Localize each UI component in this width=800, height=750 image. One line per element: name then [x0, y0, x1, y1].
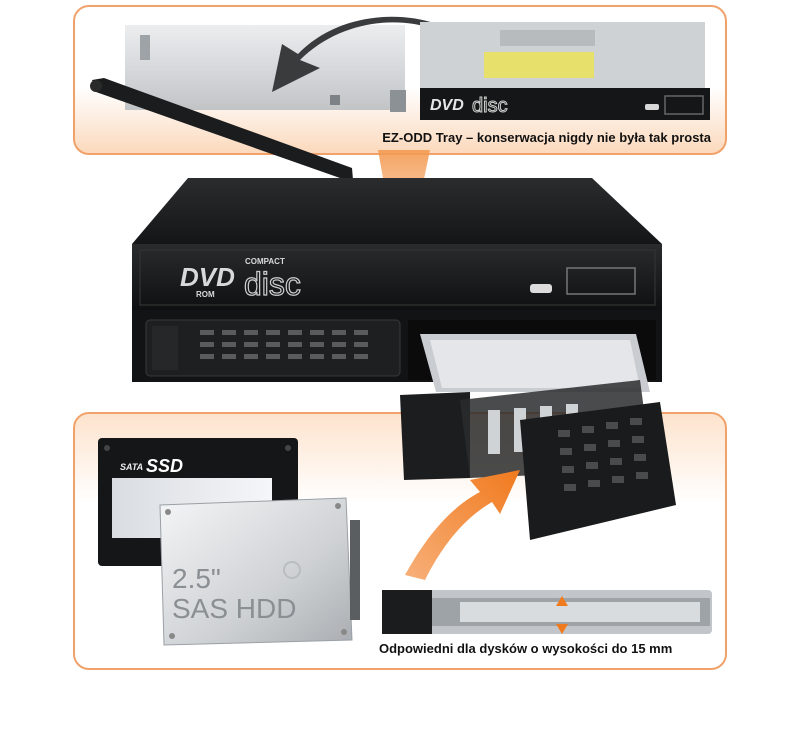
ez-odd-caption: EZ-ODD Tray – konserwacja nigdy nie była… — [382, 130, 711, 145]
ssd-label: SSD — [146, 456, 183, 476]
compact-logo: COMPACT — [245, 257, 285, 266]
disc-logo: disc — [244, 266, 301, 302]
slim-disc-logo: disc — [472, 95, 508, 117]
tray-swap-arrow — [272, 16, 470, 93]
hdd-size-label: 2.5" — [172, 563, 221, 594]
drive-height-profile — [382, 590, 712, 634]
insert-arrow — [405, 470, 520, 580]
sas-hdd: 2.5" SAS HDD — [159, 497, 360, 646]
sata-label: SATA — [120, 462, 143, 472]
height-arrow-down — [556, 624, 568, 634]
slim-dvd-logo: DVD — [430, 97, 464, 114]
extended-drive-tray — [400, 334, 676, 540]
eject-button[interactable] — [530, 284, 552, 293]
odd-tray-frame — [125, 25, 406, 112]
hdd-type-label: SAS HDD — [172, 593, 296, 624]
rom-logo: ROM — [196, 290, 215, 299]
drive-height-caption: Odpowiedni dla dysków o wysokości do 15 … — [379, 641, 673, 656]
dvd-logo: DVD — [180, 262, 235, 292]
height-arrow-up — [556, 596, 568, 606]
slim-optical-drive: DVD disc — [420, 22, 710, 120]
tray-handle — [92, 78, 356, 218]
